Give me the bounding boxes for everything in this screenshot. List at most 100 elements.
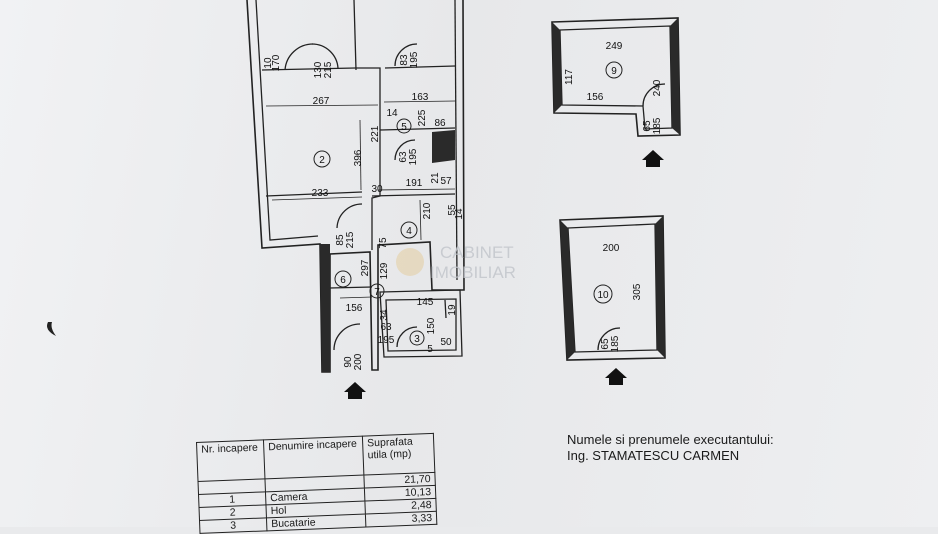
wall [379,289,463,358]
dim-label: 19 [447,304,458,316]
dim-label: 90 [343,356,354,368]
hatched-wall [560,220,575,360]
door-arc [642,83,666,107]
dim-label: 75 [378,237,389,249]
room-number: 2 [319,155,325,166]
dim-label: 170 [271,54,282,71]
door-arc [311,43,339,69]
dim-label: 195 [409,51,420,68]
ink-mark [47,322,56,336]
room-marker [369,283,385,299]
dim-label: 14 [386,108,398,119]
room-number: 9 [611,66,617,77]
dim-label: 225 [417,109,428,126]
wall [385,298,457,352]
dim-label: 305 [632,283,643,300]
room-marker [334,270,352,288]
dim-label: 249 [606,41,623,52]
dim-label: 215 [323,61,334,78]
dim-label: 63 [380,322,392,333]
entrance-arrow-icon [642,150,664,167]
dim-label: 86 [434,118,446,129]
wall [255,0,319,241]
header-denumire: Denumire incapere [263,436,364,479]
dim-label: 297 [360,259,371,276]
dim-label: 63 [398,151,409,163]
dim-label: 185 [652,117,663,134]
room-number: 3 [414,334,420,345]
cell-suprafata: 3,33 [365,511,437,528]
dim-label: 156 [346,303,363,314]
dim-label: 50 [440,337,452,348]
room-marker [593,284,613,304]
wall [261,67,381,250]
wall [444,299,447,319]
dim-label: 240 [652,79,663,96]
dim-label: 185 [610,335,621,352]
wall [371,193,456,197]
hatched-wall [655,216,665,358]
dim-label: 117 [564,69,575,85]
dim-label: 200 [603,243,620,254]
rooms-table: Nr. incapere Denumire incapere Suprafata… [196,433,437,534]
dim-label: 129 [379,262,390,279]
dim-label: 195 [378,335,395,346]
entrance-arrow-icon [605,368,627,385]
dim-label: 215 [345,231,356,248]
dim-label: 210 [422,202,433,219]
door-arc [333,323,361,351]
dim-label: 85 [335,234,346,246]
hatched-wall [320,244,330,372]
watermark-logo-icon [396,248,424,276]
dim-label: 30 [371,184,383,195]
dim-label: 65 [642,120,653,132]
dim-label: 5 [427,344,433,355]
dim-label: 65 [600,338,611,350]
dim-label: 83 [399,54,410,66]
executor-name: Ing. STAMATESCU CARMEN [567,448,740,463]
room-number: 5 [401,122,407,133]
dim-label: 221 [370,125,381,142]
cell-nr: 3 [199,517,267,534]
hatched-wall [432,130,455,163]
room-number: 4 [406,226,412,237]
dim-label: 57 [440,176,452,187]
wall [384,65,456,69]
dim-label: 145 [417,297,434,308]
header-suprafata: Suprafata utila (mp) [362,433,435,476]
dim-label: 396 [353,149,364,166]
door-arc [336,203,363,229]
dim-label: 34 [379,309,390,321]
dim-label: 150 [426,317,437,334]
dim-label: 163 [412,92,429,103]
dim-label: 21 [430,172,441,184]
room-marker [400,221,418,239]
door-arc [396,326,418,348]
dim-label: 233 [312,188,329,199]
dim-label: 267 [313,96,330,107]
dim-label: 130 [313,61,324,78]
header-nr: Nr. incapere [196,439,265,482]
dim-label: 10 [263,57,274,69]
room-number: 7 [374,287,380,298]
hatched-wall [552,22,562,113]
room-marker [409,330,425,346]
door-arc [394,139,416,161]
entrance-arrow-icon [344,382,366,399]
door-arc [597,327,621,351]
dim-label: 200 [353,353,364,370]
wall [454,0,458,281]
dim-label: 191 [406,178,423,189]
hatched-wall [670,18,680,135]
dim-label: 55 [447,204,458,216]
room-marker [396,118,412,134]
wall [329,286,373,289]
dim-label: 14 [454,208,465,220]
room-number: 10 [597,290,609,301]
watermark-text-2: IMOBILIAR [430,263,516,282]
room-marker [313,150,331,168]
door-arc [284,43,314,71]
executor-block: Numele si prenumele executantului: Ing. … [567,432,774,464]
